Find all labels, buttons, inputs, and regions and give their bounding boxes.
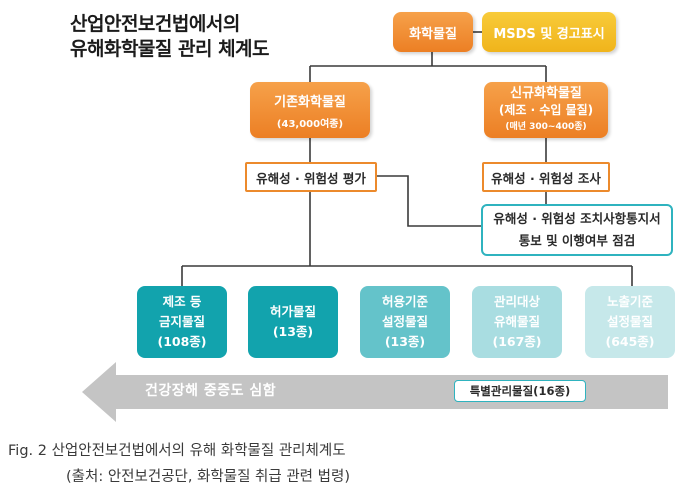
- figure-caption: Fig. 2 산업안전보건법에서의 유해 화학물질 관리체계도 (출처: 안전보…: [8, 438, 350, 490]
- category-managed-count: (167종): [492, 334, 542, 349]
- category-prohibited: 제조 등 금지물질 (108종): [137, 286, 227, 358]
- caption-line2: (출처: 안전보건공단, 화학물질 취급 관련 법령): [66, 469, 350, 485]
- node-existing-chemicals: 기존화학물질 (43,000여종): [250, 82, 370, 138]
- node-msds-label: MSDS 및 경고표시: [493, 26, 605, 42]
- diagram-title: 산업안전보건법에서의 유해화학물질 관리 체계도: [70, 12, 270, 62]
- category-managed-line2: 유해물질: [493, 314, 540, 329]
- caption-line1: Fig. 2 산업안전보건법에서의 유해 화학물질 관리체계도: [8, 443, 346, 459]
- severity-arrow-label: 건강장해 중증도 심함: [145, 383, 277, 399]
- hazard-survey-label: 유해성 · 위험성 조사: [491, 170, 601, 186]
- node-chemicals: 화학물질: [393, 12, 473, 52]
- special-managed-badge: 특별관리물질(16종): [454, 380, 586, 402]
- category-allowable-line2: 설정물질: [381, 314, 428, 329]
- category-prohibited-line1: 제조 등: [162, 294, 202, 309]
- hazard-evaluation-label: 유해성 · 위험성 평가: [256, 170, 366, 186]
- existing-count: (43,000여종): [276, 118, 344, 130]
- severity-arrow: [82, 362, 668, 422]
- new-sub: (제조 · 수입 물질): [498, 102, 594, 117]
- category-exposure-limit: 노출기준 설정물질 (645종): [585, 286, 675, 358]
- new-yearly: (매년 300~400종): [505, 121, 587, 132]
- category-exposure-count: (645종): [605, 334, 655, 349]
- notice-line1: 유해성 · 위험성 조치사항통지서: [493, 211, 661, 226]
- category-prohibited-line2: 금지물질: [158, 314, 205, 329]
- node-notice: 유해성 · 위험성 조치사항통지서 통보 및 이행여부 점검: [481, 204, 673, 256]
- category-managed: 관리대상 유해물질 (167종): [472, 286, 562, 358]
- node-new-chemicals: 신규화학물질 (제조 · 수입 물질) (매년 300~400종): [484, 82, 608, 138]
- node-msds: MSDS 및 경고표시: [482, 12, 616, 52]
- category-permitted: 허가물질 (13종): [248, 286, 338, 358]
- title-line1: 산업안전보건법에서의: [70, 13, 240, 35]
- node-hazard-survey: 유해성 · 위험성 조사: [482, 162, 610, 192]
- node-chemicals-label: 화학물질: [409, 26, 457, 42]
- category-prohibited-count: (108종): [157, 334, 207, 349]
- category-exposure-line1: 노출기준: [606, 294, 653, 309]
- category-permitted-line2: (13종): [272, 324, 314, 339]
- category-allowable-count: (13종): [384, 334, 426, 349]
- connector-eval-notice: [377, 175, 481, 227]
- category-allowable-line1: 허용기준: [381, 294, 428, 309]
- special-managed-label: 특별관리물질(16종): [469, 384, 571, 398]
- category-permitted-line1: 허가물질: [269, 304, 316, 319]
- category-managed-line1: 관리대상: [493, 294, 540, 309]
- existing-title: 기존화학물질: [274, 94, 346, 110]
- category-allowable-limit: 허용기준 설정물질 (13종): [360, 286, 450, 358]
- node-hazard-evaluation: 유해성 · 위험성 평가: [245, 162, 377, 192]
- new-title: 신규화학물질: [510, 85, 582, 101]
- title-line2: 유해화학물질 관리 체계도: [70, 38, 270, 60]
- category-exposure-line2: 설정물질: [606, 314, 653, 329]
- notice-line2: 통보 및 이행여부 점검: [518, 233, 636, 248]
